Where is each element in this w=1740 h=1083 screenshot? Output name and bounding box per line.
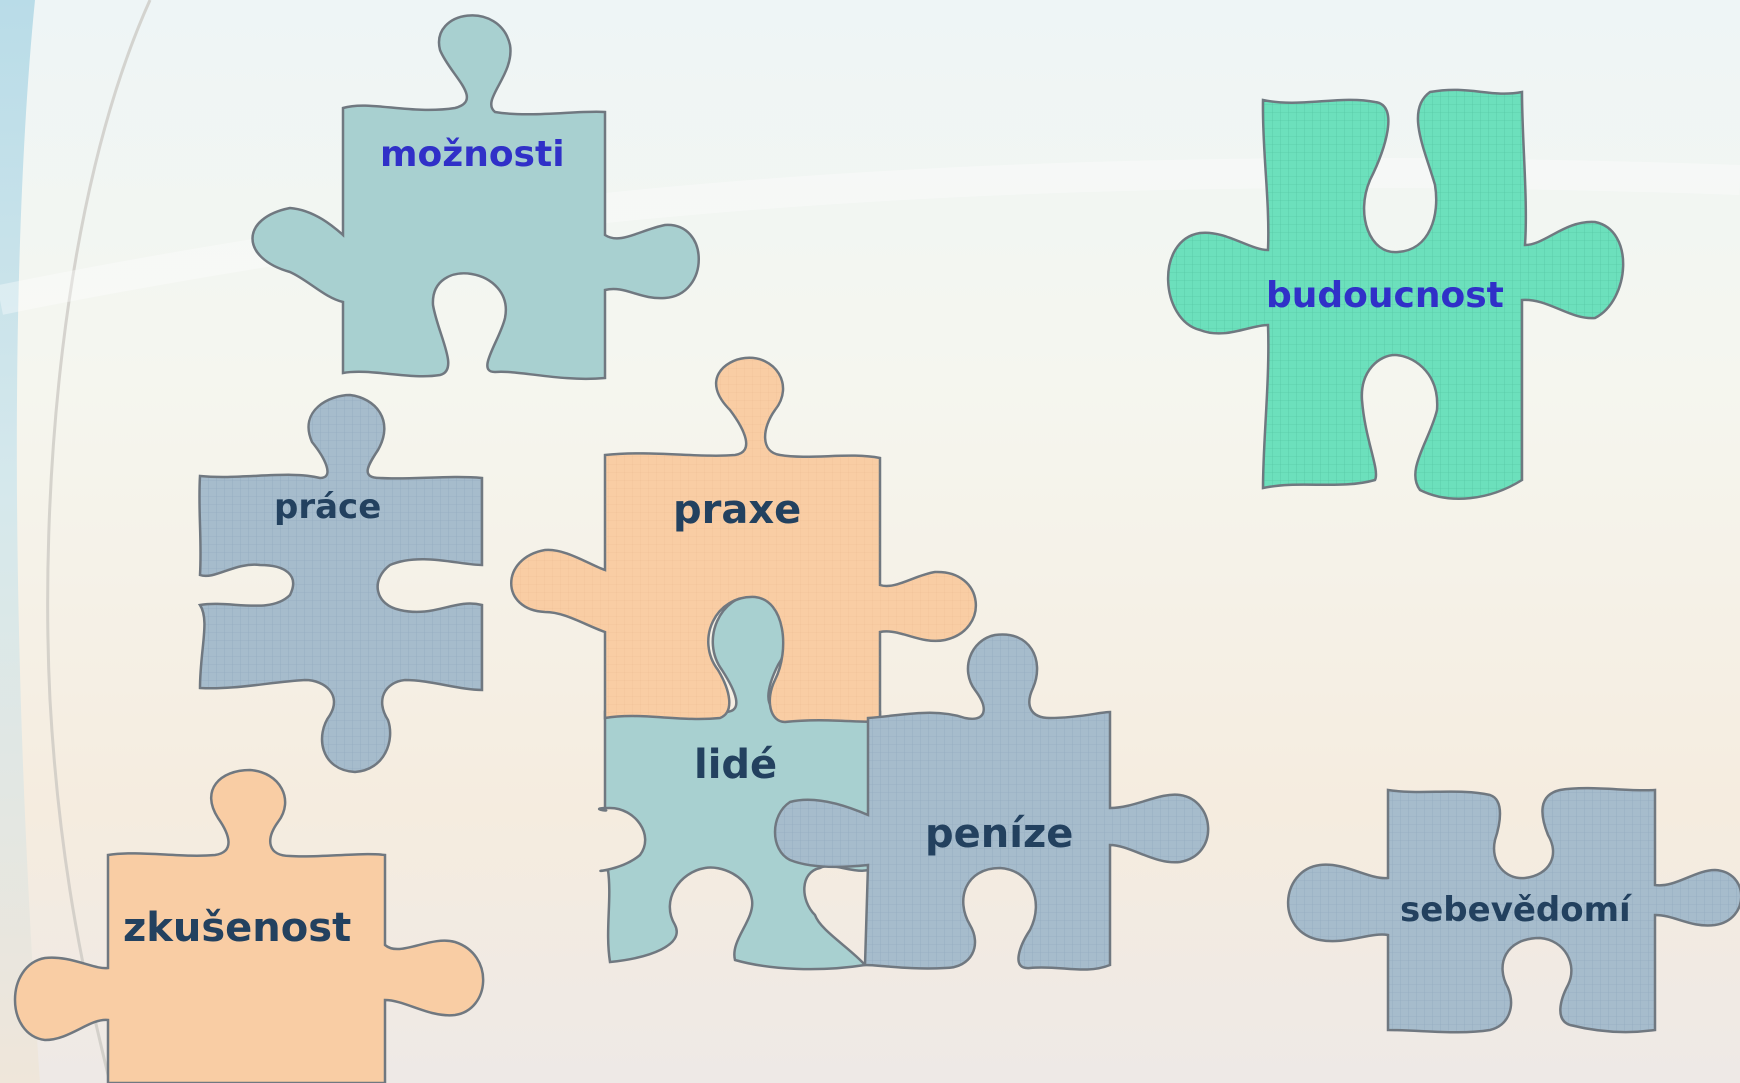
label-prace: práce [274, 490, 381, 524]
label-sebevedomi: sebevědomí [1400, 893, 1631, 927]
label-budoucnost: budoucnost [1266, 278, 1504, 314]
label-praxe: praxe [673, 490, 801, 530]
label-moznosti: možnosti [380, 137, 565, 173]
label-penize: peníze [925, 814, 1073, 854]
label-zkusenost: zkušenost [123, 908, 351, 948]
label-lide: lidé [694, 745, 777, 785]
